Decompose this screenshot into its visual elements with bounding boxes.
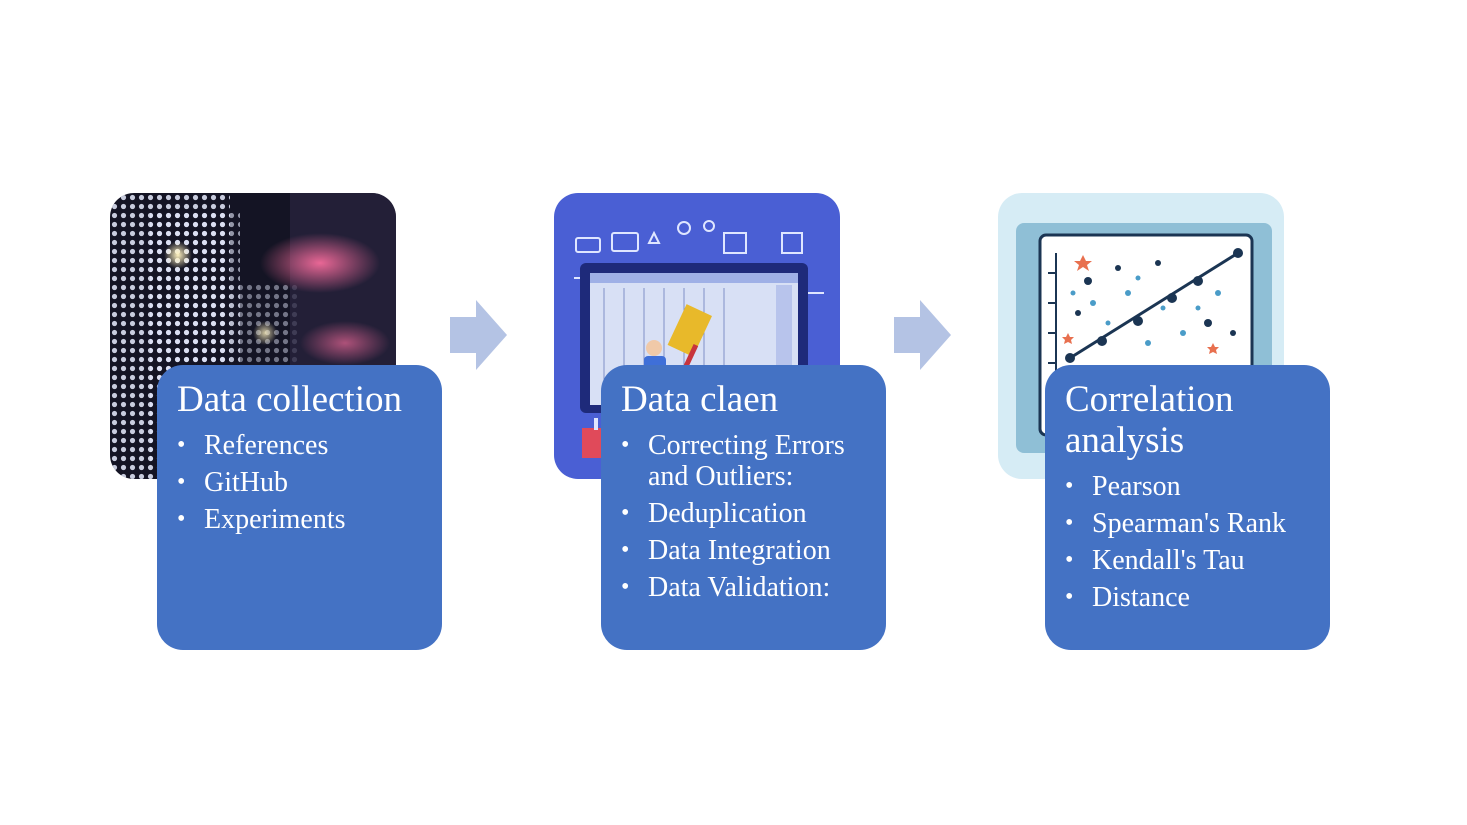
list-item: References: [177, 430, 426, 461]
list-item: Spearman's Rank: [1065, 508, 1314, 539]
step-card-data-clean: Data claen Correcting Errors and Outlier…: [601, 365, 886, 650]
step-item-list: References GitHub Experiments: [177, 430, 426, 535]
list-item: GitHub: [177, 467, 426, 498]
step-title: Data collection: [177, 379, 402, 420]
list-item: Experiments: [177, 504, 426, 535]
right-arrow-icon: [450, 300, 510, 370]
step-card-correlation-analysis: Correlation analysis Pearson Spearman's …: [1045, 365, 1330, 650]
right-arrow-icon: [894, 300, 954, 370]
step-title: Data claen: [621, 379, 779, 420]
step-card-data-collection: Data collection References GitHub Experi…: [157, 365, 442, 650]
list-item: Pearson: [1065, 471, 1314, 502]
step-item-list: Correcting Errors and Outliers: Deduplic…: [621, 430, 870, 603]
step-item-list: Pearson Spearman's Rank Kendall's Tau Di…: [1065, 471, 1314, 613]
list-item: Data Validation:: [621, 572, 870, 603]
list-item: Distance: [1065, 582, 1314, 613]
list-item: Data Integration: [621, 535, 870, 566]
step-title: Correlation analysis: [1065, 379, 1234, 461]
list-item: Deduplication: [621, 498, 870, 529]
list-item: Correcting Errors and Outliers:: [621, 430, 870, 492]
list-item: Kendall's Tau: [1065, 545, 1314, 576]
